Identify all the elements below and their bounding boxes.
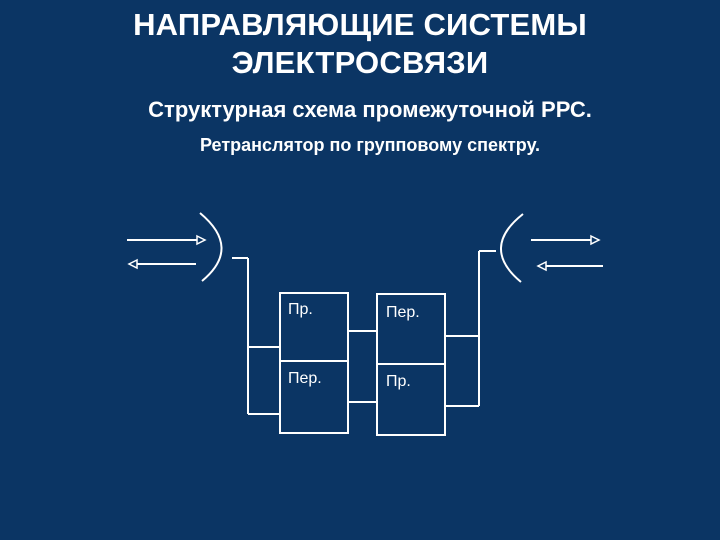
left-arrow-out-head-icon: [127, 258, 138, 270]
slide-title: НАПРАВЛЯЮЩИЕ СИСТЕМЫ ЭЛЕКТРОСВЯЗИ: [0, 6, 720, 82]
left-block-bottom: [279, 360, 349, 434]
right-arrow-in-head-icon: [536, 260, 547, 272]
diagram-subtitle: Структурная схема промежуточной РРС.: [148, 97, 592, 122]
left-block-top-label: Пр.: [288, 301, 313, 318]
right-block-bottom-label: Пр.: [386, 373, 411, 390]
right-block-bottom: [376, 363, 446, 436]
right-antenna-icon: [500, 213, 524, 283]
right-block-top-label: Пер.: [386, 304, 420, 321]
left-antenna-icon: [199, 212, 223, 282]
title-line-2: ЭЛЕКТРОСВЯЗИ: [231, 45, 489, 80]
left-block-bottom-label: Пер.: [288, 370, 322, 387]
left-arrow-in-head-icon: [196, 234, 207, 246]
diagram-subtitle-2: Ретранслятор по групповому спектру.: [200, 135, 540, 155]
right-arrow-out-head-icon: [590, 234, 601, 246]
title-line-1: НАПРАВЛЯЮЩИЕ СИСТЕМЫ: [133, 7, 587, 42]
